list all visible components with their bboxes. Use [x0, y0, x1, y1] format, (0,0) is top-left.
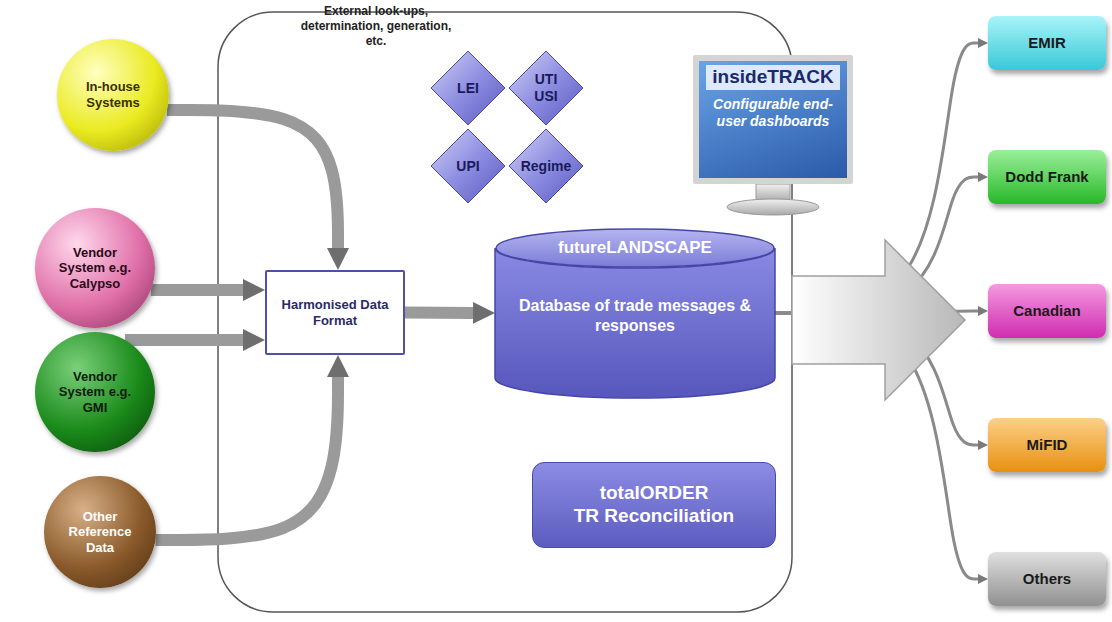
regime-box: Dodd Frank	[988, 150, 1106, 204]
lookup-diamond: UTI USI	[508, 50, 584, 126]
text-group: Other Reference Data	[60, 509, 141, 556]
node-text: totalORDER	[600, 482, 709, 505]
regime-box: Others	[988, 552, 1106, 606]
output-arrow	[792, 240, 965, 400]
source-circle: Other Reference Data	[44, 476, 156, 588]
regime-box: Canadian	[988, 284, 1106, 338]
source-circle: Vendor System e.g. Calypso	[35, 208, 155, 328]
text-group: insideTRACK Configurable end-user dashboa…	[701, 65, 845, 129]
lookup-diamond: Regime	[508, 128, 584, 204]
text-group: Vendor System e.g. GMI	[52, 369, 138, 416]
text-group: Harmonised Data Format	[275, 297, 395, 328]
flow-arrow	[125, 334, 243, 346]
node-text: Dodd Frank	[1005, 168, 1088, 186]
node-text: Configurable end-user dashboards	[701, 96, 845, 130]
node-text: TR Reconciliation	[574, 505, 734, 528]
flow-arrow	[155, 377, 338, 540]
node-text: Vendor System e.g. GMI	[52, 369, 138, 416]
text-group: Vendor System e.g. Calypso	[52, 245, 138, 292]
text-group: Regime	[524, 158, 568, 175]
text-group: Canadian	[1013, 302, 1081, 320]
source-circle: Vendor System e.g. GMI	[35, 332, 155, 452]
text-group: UTI USI	[524, 71, 568, 105]
diamond-shape	[509, 51, 583, 125]
text-group: futureLANDSCAPE Database of trade message…	[515, 228, 755, 335]
text-group: LEI	[457, 80, 479, 97]
node-text: Vendor System e.g. Calypso	[52, 245, 138, 292]
text-group: totalORDERTR Reconciliation	[574, 482, 734, 528]
node-text: UTI USI	[524, 71, 568, 105]
node-text: insideTRACK	[706, 65, 839, 90]
cylinder-body	[495, 248, 775, 398]
node-text: Others	[1023, 570, 1071, 588]
node-text: LEI	[457, 80, 479, 97]
diamond-shape	[431, 51, 505, 125]
flow-arrow	[405, 307, 473, 319]
node-text: EMIR	[1028, 34, 1066, 52]
node-text: MiFID	[1027, 436, 1068, 454]
reconciliation-box: totalORDERTR Reconciliation	[532, 462, 776, 548]
regime-box: MiFID	[988, 418, 1106, 472]
diamond-shape	[509, 129, 583, 203]
node-text: Canadian	[1013, 302, 1081, 320]
node-text: Database of trade messages & responses	[515, 296, 755, 334]
text-group: EMIR	[1028, 34, 1066, 52]
lookup-diamond: LEI	[430, 50, 506, 126]
text-group: In-house Systems	[73, 79, 154, 110]
node-text: Other Reference Data	[60, 509, 141, 556]
node-text: Regime	[521, 158, 572, 175]
flow-arrow	[151, 284, 243, 296]
cylinder-top	[496, 229, 774, 267]
text-group: MiFID	[1027, 436, 1068, 454]
node-text: In-house Systems	[73, 79, 154, 110]
text-group: Others	[1023, 570, 1071, 588]
text-group: Dodd Frank	[1005, 168, 1088, 186]
monitor-base	[727, 199, 819, 215]
node-text: UPI	[456, 158, 479, 175]
note-label: External look-ups, determination, genera…	[296, 4, 456, 49]
node-text: Harmonised Data Format	[275, 297, 395, 328]
database-cylinder: futureLANDSCAPE Database of trade message…	[495, 228, 775, 398]
diamond-shape	[431, 129, 505, 203]
flow-arrow	[167, 110, 338, 248]
dashboard-monitor: insideTRACK Configurable end-user dashboa…	[693, 55, 853, 184]
source-circle: In-house Systems	[57, 39, 169, 151]
regime-box: EMIR	[988, 16, 1106, 70]
lookup-diamond: UPI	[430, 128, 506, 204]
node-text: futureLANDSCAPE	[558, 238, 712, 258]
text-group: UPI	[456, 158, 479, 175]
format-box: Harmonised Data Format	[265, 270, 405, 355]
